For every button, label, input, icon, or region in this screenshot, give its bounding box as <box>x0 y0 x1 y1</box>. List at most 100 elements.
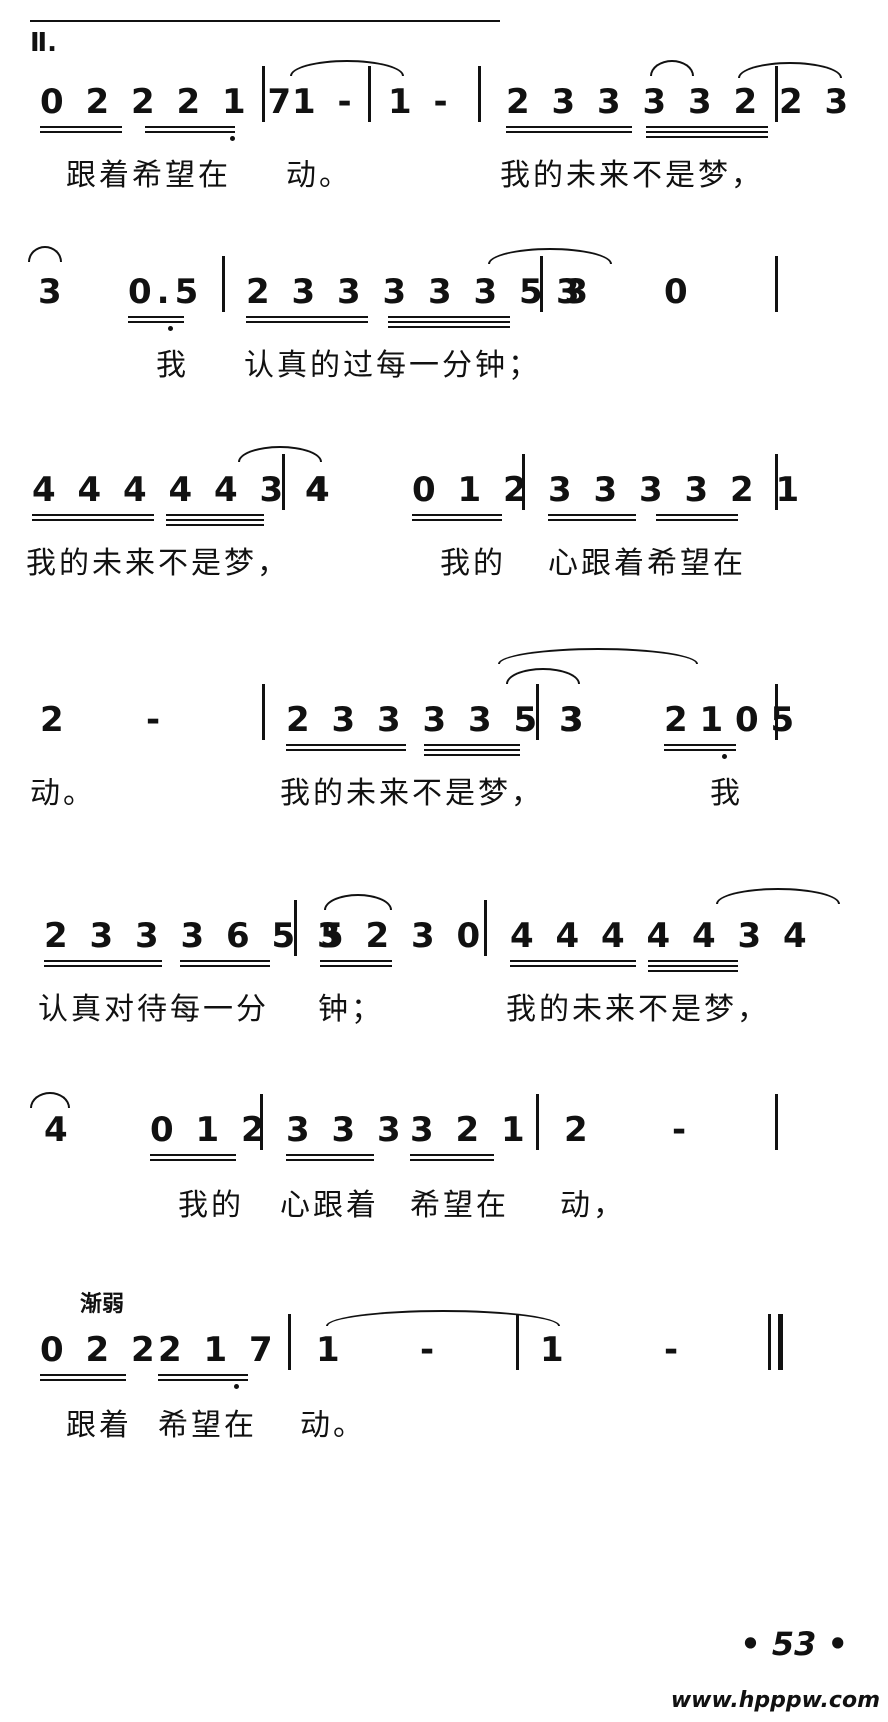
row5-notes-b: 5 2 3 0 <box>320 916 486 956</box>
row4-notes-b: - <box>146 700 166 740</box>
section-marker: Ⅱ. <box>30 28 58 58</box>
row3-notes-a: 4 4 4 4 4 3 4 <box>32 470 334 510</box>
tie <box>238 446 322 462</box>
tie <box>488 248 612 264</box>
row6-notes-e: 2 <box>564 1110 593 1150</box>
row3-underline <box>166 514 264 526</box>
row3-notes-c: 0 1 2 <box>412 470 532 510</box>
row1-lyric-c: 我的未来不是梦， <box>500 158 764 193</box>
row3-notes-d: 3 3 3 3 2 1 <box>548 470 805 510</box>
row7-notes-d: - <box>420 1330 440 1370</box>
barline <box>262 66 265 122</box>
barline <box>775 256 778 312</box>
row2-notes-e: 0 <box>664 272 693 312</box>
row7-notes-f: - <box>664 1330 684 1370</box>
low-dot <box>234 1384 239 1389</box>
row5-notes-a: 2 3 3 3 6 5 3 <box>44 916 346 956</box>
row5-lyric-a: 认真对待每一分 <box>38 992 269 1027</box>
row5-underline <box>648 960 738 972</box>
row5-underline <box>510 960 636 967</box>
row6-lyric-b: 心跟着 <box>280 1188 379 1223</box>
row3-notes-b: 4 <box>306 470 335 510</box>
barline <box>516 1314 519 1370</box>
final-barline-thin <box>768 1314 771 1370</box>
row1-notes-d: 2 3 3 3 3 2 2 3 <box>506 82 854 122</box>
row2-notes-b: 0.5 <box>128 272 204 312</box>
site-watermark: www.hpppw.com <box>670 1688 880 1713</box>
barline <box>368 66 371 122</box>
row7-lyric-c: 动。 <box>300 1408 366 1443</box>
row6-notes-b: 0 1 2 <box>150 1110 270 1150</box>
row4-lyric-a: 动。 <box>30 776 96 811</box>
row6-notes-f: - <box>672 1110 692 1150</box>
row4-notes-d: 3 <box>560 700 589 740</box>
barline <box>478 66 481 122</box>
tie <box>324 894 392 910</box>
row2-underline <box>128 316 184 323</box>
row6-lyric-c: 希望在 <box>410 1188 509 1223</box>
row6-underline <box>150 1154 236 1161</box>
tie <box>290 60 404 76</box>
barline <box>775 684 778 740</box>
tie <box>30 1092 70 1108</box>
final-barline-thick <box>778 1314 783 1370</box>
row7-underline <box>158 1374 248 1381</box>
barline <box>775 1094 778 1150</box>
row7-notes-c: 1 <box>316 1330 345 1370</box>
row7-underline <box>40 1374 126 1381</box>
row3-lyric-a: 我的未来不是梦， <box>26 546 290 581</box>
row4-lyric-b: 我的未来不是梦， <box>280 776 544 811</box>
page-number: • 53 • <box>740 1625 848 1663</box>
row4-underline <box>664 744 736 751</box>
row6-lyric-a: 我的 <box>178 1188 244 1223</box>
row6-lyric-d: 动， <box>560 1188 626 1223</box>
row4-underline <box>286 744 406 751</box>
barline <box>540 256 543 312</box>
row2-lyric-b: 认真的过每一分钟； <box>244 348 541 383</box>
row4-notes-e: 2 1 0 5 <box>664 700 795 740</box>
row1-notes-a: 0 2 2 2 1 7 <box>40 82 297 122</box>
row3-underline <box>412 514 502 521</box>
row2-notes-a: 3 <box>38 272 67 312</box>
barline <box>536 684 539 740</box>
tie <box>650 60 694 76</box>
row1-underline <box>646 126 768 138</box>
row2-underline <box>246 316 368 323</box>
barline <box>260 1094 263 1150</box>
row1-underline <box>40 126 122 133</box>
row6-notes-d: 3 2 1 <box>410 1110 530 1150</box>
barline <box>294 900 297 956</box>
barline <box>775 66 778 122</box>
barline <box>522 454 525 510</box>
tie <box>506 668 580 684</box>
row7-notes-b: 2 1 7 <box>158 1330 278 1370</box>
row7-notes-e: 1 <box>540 1330 569 1370</box>
row1-underline <box>145 126 235 133</box>
row5-underline <box>320 960 392 967</box>
row2-notes-d: 3 <box>556 272 585 312</box>
row7-lyric-b: 希望在 <box>158 1408 257 1443</box>
top-rule <box>30 20 500 22</box>
row1-notes-c: 1 - <box>388 82 453 122</box>
low-dot <box>722 754 727 759</box>
tie <box>498 648 698 664</box>
barline <box>262 684 265 740</box>
row7-lyric-a: 跟着 <box>66 1408 132 1443</box>
row6-notes-c: 3 3 3 <box>286 1110 406 1150</box>
row3-underline <box>656 514 738 521</box>
row4-lyric-c: 我 <box>710 776 743 811</box>
row6-underline <box>286 1154 374 1161</box>
low-dot <box>230 136 235 141</box>
row6-notes-a: 4 <box>44 1110 73 1150</box>
row6-underline <box>410 1154 494 1161</box>
barline <box>775 454 778 510</box>
row5-underline <box>180 960 270 967</box>
low-dot <box>168 326 173 331</box>
tie <box>28 246 62 262</box>
barline <box>484 900 487 956</box>
row1-lyric-b: 动。 <box>286 158 352 193</box>
row4-notes-c: 2 3 3 3 3 5 3 <box>286 700 588 740</box>
barline <box>222 256 225 312</box>
row5-underline <box>44 960 162 967</box>
